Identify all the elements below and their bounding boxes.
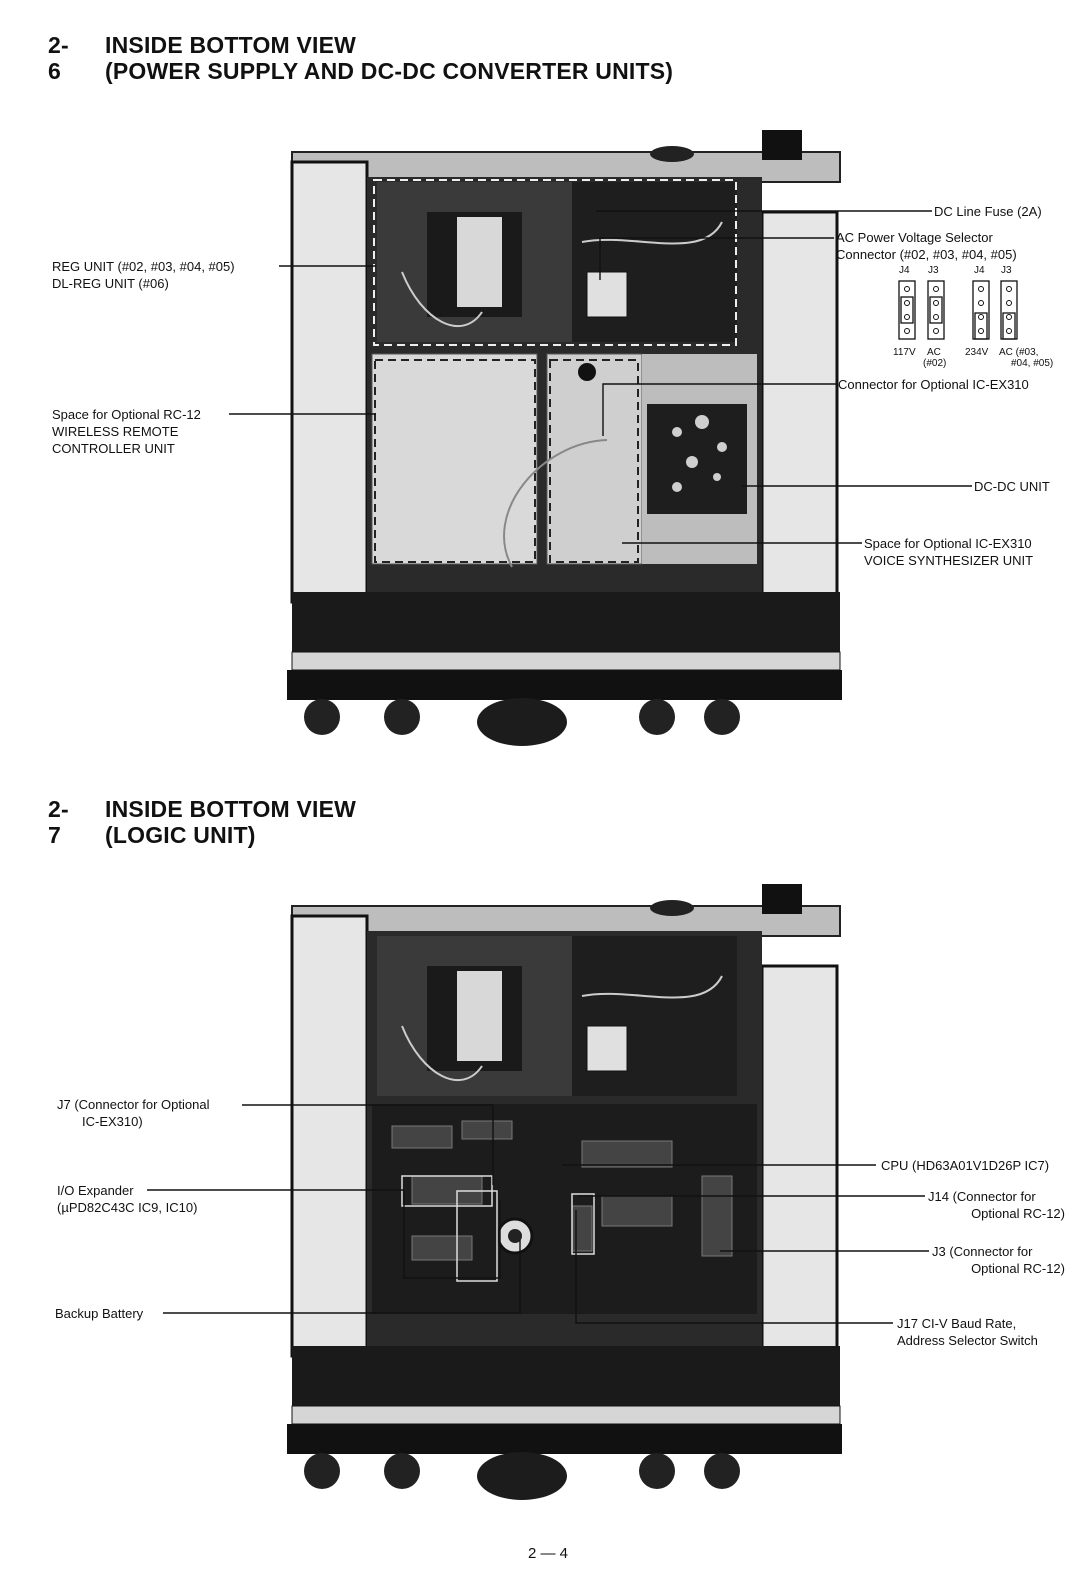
ac-selector-line1: AC Power Voltage Selector <box>836 230 993 245</box>
dc-fuse-callout: DC Line Fuse (2A) <box>934 203 1042 220</box>
j4-label-b: J4 <box>974 265 985 276</box>
j3-callout: J3 (Connector for Optional RC-12) <box>932 1243 1065 1277</box>
ac-selector-callout: AC Power Voltage Selector Connector (#02… <box>836 229 1017 263</box>
ex310-space-line2: VOICE SYNTHESIZER UNIT <box>864 553 1034 568</box>
j14-line1: J14 (Connector for <box>928 1189 1036 1204</box>
ex310-space-callout: Space for Optional IC-EX310 VOICE SYNTHE… <box>864 535 1033 569</box>
reg-unit-label: REG UNIT (#02, #03, #04, #05) <box>52 259 235 274</box>
j3-line1: J3 (Connector for <box>932 1244 1033 1259</box>
io-expander-line2: (µPD82C43C IC9, IC10) <box>57 1200 198 1215</box>
section-title-line2: (POWER SUPPLY AND DC-DC CONVERTER UNITS) <box>105 58 674 84</box>
j4-label-a: J4 <box>899 265 910 276</box>
ac-label-b: AC (#03, <box>999 347 1039 358</box>
dc-fuse-label: DC Line Fuse (2A) <box>934 204 1042 219</box>
ex310-connector-callout: Connector for Optional IC-EX310 <box>838 376 1029 393</box>
rc12-space-line2: WIRELESS REMOTE <box>52 424 179 439</box>
v234-label: 234V <box>965 347 989 358</box>
ac-label-a: AC <box>927 347 941 358</box>
logic-unit-photo <box>287 884 842 1500</box>
jumper-blocks <box>898 280 1018 340</box>
v117-label: 117V <box>893 347 916 358</box>
ex310-connector-label: Connector for Optional IC-EX310 <box>838 377 1029 392</box>
j3-label-b: J3 <box>1001 265 1012 276</box>
rc12-space-line3: CONTROLLER UNIT <box>52 441 175 456</box>
j7-callout: J7 (Connector for Optional IC-EX310) <box>57 1096 209 1130</box>
section-title-line1: INSIDE BOTTOM VIEW <box>105 32 357 58</box>
power-supply-photo <box>287 130 842 746</box>
cpu-label: CPU (HD63A01V1D26P IC7) <box>881 1158 1050 1173</box>
io-expander-callout: I/O Expander (µPD82C43C IC9, IC10) <box>57 1182 197 1216</box>
j3-label-a: J3 <box>928 265 939 276</box>
ac-note-b: #04, #05) <box>1011 358 1054 369</box>
j14-line2: Optional RC-12) <box>971 1206 1065 1221</box>
reg-unit-callout: REG UNIT (#02, #03, #04, #05) DL-REG UNI… <box>52 258 235 292</box>
section-number: 2-6 <box>48 32 69 84</box>
j14-callout: J14 (Connector for Optional RC-12) <box>928 1188 1065 1222</box>
ex310-space-line1: Space for Optional IC-EX310 <box>864 536 1032 551</box>
dcdc-unit-callout: DC-DC UNIT <box>974 478 1050 495</box>
j7-line2: IC-EX310) <box>82 1114 143 1129</box>
ac-selector-line2: Connector (#02, #03, #04, #05) <box>836 247 1017 262</box>
jumper-diagram: J4 J3 J4 J3 117V AC (#02) 234V AC (#03, … <box>893 265 1073 375</box>
backup-battery-label: Backup Battery <box>55 1306 144 1321</box>
cpu-callout: CPU (HD63A01V1D26P IC7) <box>881 1157 1049 1174</box>
section-number: 2-7 <box>48 796 69 848</box>
page-number: 2 — 4 <box>528 1545 569 1562</box>
io-expander-line1: I/O Expander <box>57 1183 134 1198</box>
rc12-space-callout: Space for Optional RC-12 WIRELESS REMOTE… <box>52 406 201 457</box>
j17-line1: J17 CI-V Baud Rate, <box>897 1316 1017 1331</box>
section-title-line2: (LOGIC UNIT) <box>105 822 256 848</box>
ac-note-a: (#02) <box>923 358 947 369</box>
j7-line1: J7 (Connector for Optional <box>57 1097 210 1112</box>
backup-battery-callout: Backup Battery <box>55 1305 143 1322</box>
j17-callout: J17 CI-V Baud Rate, Address Selector Swi… <box>897 1315 1038 1349</box>
rc12-space-line1: Space for Optional RC-12 <box>52 407 201 422</box>
section-title-line1: INSIDE BOTTOM VIEW <box>105 796 357 822</box>
dcdc-unit-label: DC-DC UNIT <box>974 479 1050 494</box>
dl-reg-unit-label: DL-REG UNIT (#06) <box>52 276 169 291</box>
j3-line2: Optional RC-12) <box>971 1261 1065 1276</box>
j17-line2: Address Selector Switch <box>897 1333 1038 1348</box>
